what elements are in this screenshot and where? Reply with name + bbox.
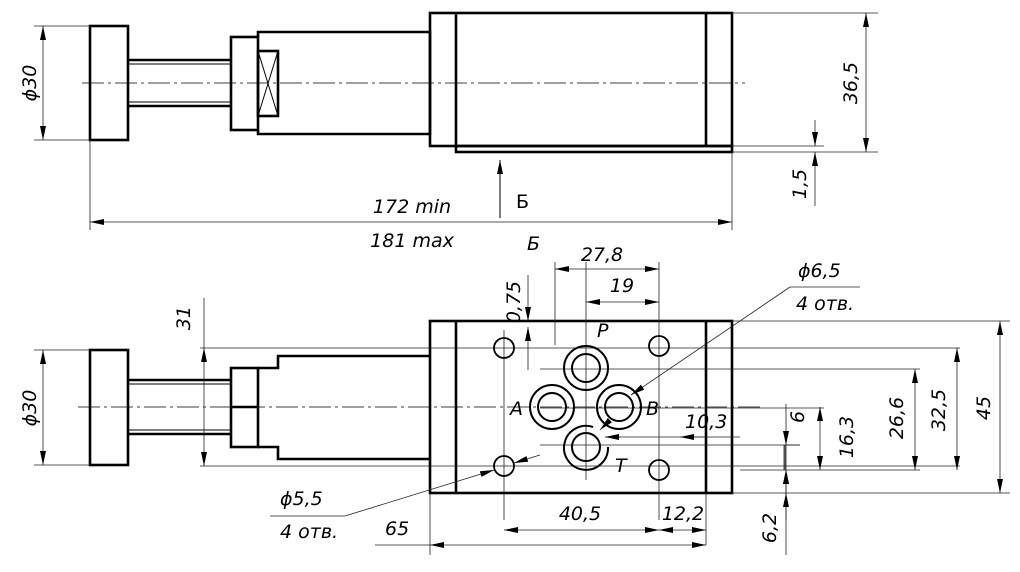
dim-base-offset: 1,5 bbox=[789, 169, 811, 199]
knurled-knob bbox=[88, 24, 130, 142]
dim-10-3: 10,3 bbox=[685, 411, 727, 433]
bottom-view: Б bbox=[19, 233, 1010, 555]
valve-body bbox=[428, 11, 734, 148]
view-label: Б bbox=[527, 233, 540, 255]
dim-40-5: 40,5 bbox=[559, 503, 601, 525]
port-label-t: T bbox=[615, 455, 628, 477]
dim-knob-diameter: ϕ30 bbox=[19, 65, 41, 102]
dim-length-max: 181 max bbox=[370, 230, 454, 252]
port-p bbox=[563, 345, 609, 391]
view-arrow-label: Б bbox=[516, 191, 529, 213]
port-b bbox=[596, 384, 642, 430]
mounting-hole bbox=[493, 337, 515, 359]
lock-nut bbox=[256, 49, 280, 118]
dim-27-8: 27,8 bbox=[581, 244, 623, 266]
dim-12-2: 12,2 bbox=[662, 503, 704, 525]
dim-65: 65 bbox=[385, 518, 409, 540]
dim-32-5: 32,5 bbox=[928, 389, 950, 431]
port-label-a: A bbox=[508, 398, 523, 420]
dim-6: 6 bbox=[787, 411, 809, 423]
dim-small-hole-count: 4 отв. bbox=[280, 521, 338, 543]
mounting-hole bbox=[648, 335, 670, 357]
dim-26-6: 26,6 bbox=[886, 397, 908, 439]
hex-nut bbox=[229, 35, 260, 132]
port-t bbox=[563, 424, 610, 471]
dim-body-height: 36,5 bbox=[840, 62, 862, 104]
knurled-knob bbox=[88, 348, 130, 467]
port-label-p: P bbox=[597, 320, 609, 342]
dim-small-hole: ϕ5,5 bbox=[280, 488, 323, 510]
base-plate bbox=[454, 144, 734, 154]
dim-neck-height: 31 bbox=[173, 306, 195, 330]
mounting-body bbox=[428, 319, 734, 495]
dim-45: 45 bbox=[973, 396, 995, 420]
dim-19: 19 bbox=[610, 275, 634, 297]
dim-knob-diameter: ϕ30 bbox=[19, 390, 41, 427]
dim-large-hole-count: 4 отв. bbox=[796, 293, 854, 315]
port-a bbox=[529, 384, 575, 430]
side-view: ϕ30 36,5 1,5 172 min 181 max Б bbox=[19, 11, 878, 252]
dim-16-3: 16,3 bbox=[836, 416, 858, 458]
dim-6-2: 6,2 bbox=[759, 513, 781, 543]
port-label-b: B bbox=[646, 398, 659, 420]
dim-offset-top: 0,75 bbox=[503, 281, 525, 323]
mounting-hole bbox=[493, 455, 515, 477]
mounting-hole bbox=[648, 459, 670, 481]
dim-large-hole: ϕ6,5 bbox=[798, 260, 841, 282]
dim-length-min: 172 min bbox=[373, 196, 451, 218]
